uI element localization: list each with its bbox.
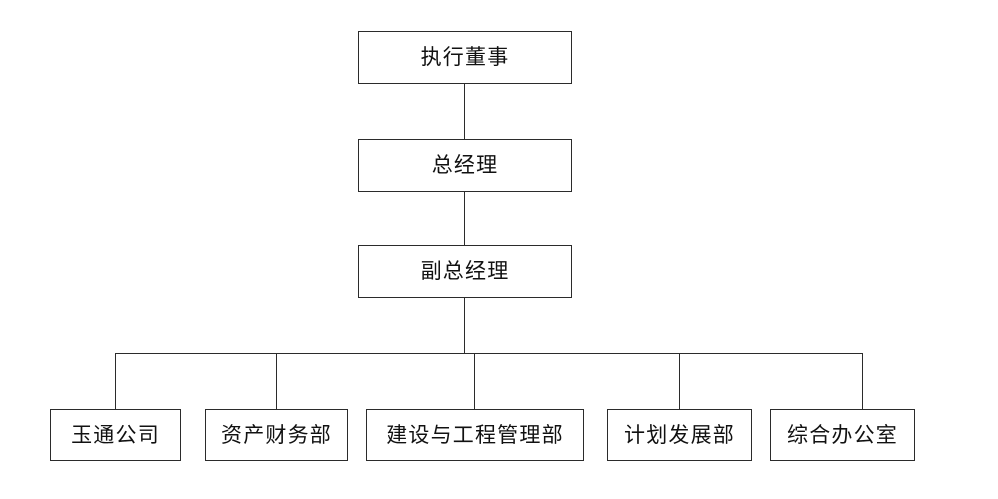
node-construction-engineering-dept[interactable]: 建设与工程管理部	[366, 409, 584, 461]
connector-bus-to-planning-development-dept	[679, 353, 680, 410]
node-label-general-manager: 总经理	[431, 153, 499, 177]
node-label-executive-director: 执行董事	[420, 45, 510, 69]
node-label-deputy-general-manager: 副总经理	[420, 259, 510, 283]
node-asset-finance-dept[interactable]: 资产财务部	[205, 409, 348, 461]
node-label-asset-finance-dept: 资产财务部	[221, 422, 332, 447]
connector-deputy-general-manager-to-bus	[464, 297, 465, 354]
connector-bus-to-construction-engineering-dept	[474, 353, 475, 410]
node-label-yutong-company: 玉通公司	[71, 422, 160, 447]
connector-bus-to-asset-finance-dept	[276, 353, 277, 410]
connector-horizontal-bus	[115, 353, 862, 354]
node-general-manager[interactable]: 总经理	[358, 139, 572, 192]
node-label-planning-development-dept: 计划发展部	[624, 422, 735, 447]
connector-executive-director-to-general-manager	[464, 83, 465, 139]
node-label-construction-engineering-dept: 建设与工程管理部	[386, 422, 564, 447]
node-planning-development-dept[interactable]: 计划发展部	[607, 409, 752, 461]
node-deputy-general-manager[interactable]: 副总经理	[358, 245, 572, 298]
connector-general-manager-to-deputy-general-manager	[464, 191, 465, 245]
node-yutong-company[interactable]: 玉通公司	[50, 409, 181, 461]
connector-bus-to-yutong-company	[115, 353, 116, 410]
connector-bus-to-general-office	[862, 353, 863, 410]
node-general-office[interactable]: 综合办公室	[770, 409, 915, 461]
node-label-general-office: 综合办公室	[787, 422, 898, 447]
node-executive-director[interactable]: 执行董事	[358, 31, 572, 84]
